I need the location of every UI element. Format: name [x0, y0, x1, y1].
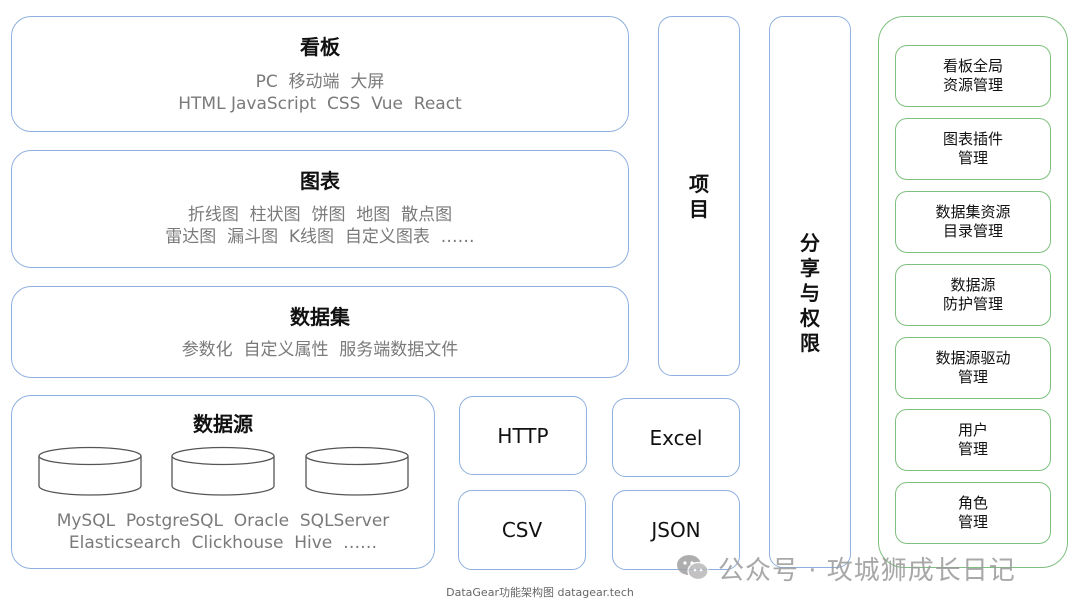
share-label-char: 权 — [800, 306, 820, 330]
board-title: 看板 — [300, 35, 340, 59]
share-permission-panel: 分 享 与 权 限 — [769, 16, 851, 568]
role-management: 角色 管理 — [895, 482, 1051, 544]
management-label: 数据源 — [950, 276, 996, 294]
watermark-text: 公众号 · 攻城狮成长日记 — [718, 555, 1016, 586]
project-label-char: 目 — [689, 197, 709, 221]
datasource-panel: 数据源 MySQL PostgreSQL Oracle SQLServer El… — [11, 395, 435, 569]
chart-panel: 图表 折线图 柱状图 饼图 地图 散点图 雷达图 漏斗图 K线图 自定义图表 …… — [11, 150, 629, 268]
board-platforms: PC 移动端 大屏 — [255, 72, 385, 92]
database-cylinder-icon — [37, 446, 143, 502]
board-technologies: HTML JavaScript CSS Vue React — [178, 94, 462, 114]
management-label: 管理 — [957, 149, 988, 167]
management-label: 数据源驱动 — [935, 349, 1011, 367]
datasource-databases-line2: Elasticsearch Clickhouse Hive …… — [68, 533, 378, 553]
management-label: 管理 — [957, 368, 988, 386]
board-resource-management: 看板全局 资源管理 — [895, 45, 1051, 107]
datasource-driver-management: 数据源驱动 管理 — [895, 337, 1051, 399]
management-label: 角色 — [957, 494, 988, 512]
management-label: 防护管理 — [942, 295, 1003, 313]
management-label: 看板全局 — [942, 57, 1003, 75]
dataset-directory-management: 数据集资源 目录管理 — [895, 191, 1051, 253]
share-permission-label: 分 享 与 权 限 — [770, 231, 850, 356]
chart-title: 图表 — [300, 169, 340, 193]
board-panel: 看板 PC 移动端 大屏 HTML JavaScript CSS Vue Rea… — [11, 16, 629, 132]
json-format-box: JSON — [612, 490, 740, 570]
datasource-databases-line1: MySQL PostgreSQL Oracle SQLServer — [56, 511, 390, 531]
share-label-char: 享 — [800, 256, 820, 280]
project-label-char: 项 — [689, 172, 709, 196]
management-panel: 看板全局 资源管理 图表插件 管理 数据集资源 目录管理 数据源 防护管理 数据… — [878, 16, 1068, 568]
share-label-char: 限 — [800, 331, 820, 355]
watermark: 公众号 · 攻城狮成长日记 — [676, 548, 1056, 588]
chart-types-line1: 折线图 柱状图 饼图 地图 散点图 — [187, 205, 453, 225]
user-management: 用户 管理 — [895, 409, 1051, 471]
datasource-title: 数据源 — [193, 412, 253, 436]
database-cylinder-icon — [304, 446, 410, 502]
chart-types-line2: 雷达图 漏斗图 K线图 自定义图表 …… — [165, 227, 475, 247]
management-label: 图表插件 — [942, 130, 1003, 148]
management-label: 目录管理 — [942, 222, 1003, 240]
datasource-guard-management: 数据源 防护管理 — [895, 264, 1051, 326]
share-label-char: 与 — [800, 281, 820, 305]
excel-format-box: Excel — [612, 398, 740, 477]
database-cylinder-icon — [170, 446, 276, 502]
management-label: 数据集资源 — [935, 203, 1011, 221]
management-label: 资源管理 — [942, 76, 1003, 94]
dataset-title: 数据集 — [290, 305, 350, 329]
dataset-features: 参数化 自定义属性 服务端数据文件 — [181, 340, 459, 360]
csv-format-box: CSV — [458, 490, 586, 570]
figure-caption: DataGear功能架构图 datagear.tech — [446, 586, 634, 599]
management-label: 用户 — [957, 421, 988, 439]
share-label-char: 分 — [800, 231, 820, 255]
management-label: 管理 — [957, 440, 988, 458]
http-format-box: HTTP — [459, 396, 587, 475]
chart-plugin-management: 图表插件 管理 — [895, 118, 1051, 180]
project-panel: 项 目 — [658, 16, 740, 376]
project-label: 项 目 — [659, 172, 739, 222]
management-label: 管理 — [957, 513, 988, 531]
wechat-icon — [676, 553, 710, 583]
dataset-panel: 数据集 参数化 自定义属性 服务端数据文件 — [11, 286, 629, 378]
